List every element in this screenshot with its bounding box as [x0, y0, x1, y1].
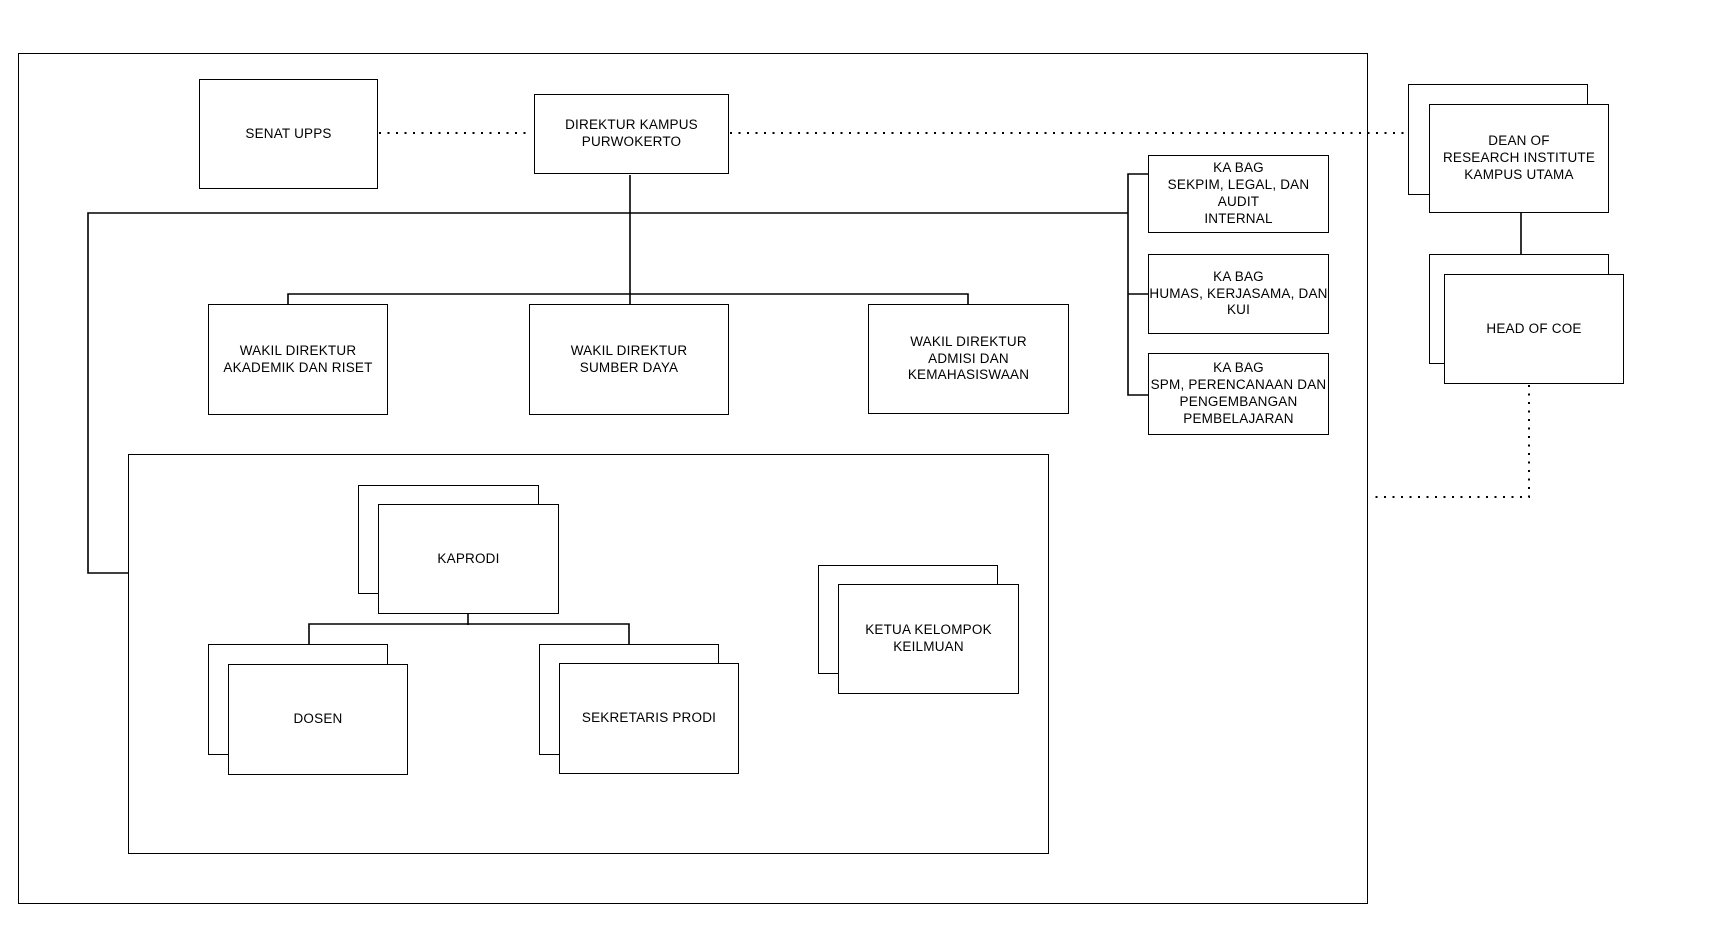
node-dean-research-label: DEAN OF RESEARCH INSTITUTE KAMPUS UTAMA	[1442, 133, 1596, 182]
node-kabag-humas[interactable]: KA BAG HUMAS, KERJASAMA, DAN KUI	[1148, 254, 1329, 334]
node-head-of-coe-label: HEAD OF COE	[1486, 320, 1582, 336]
node-wadir-admisi-label: WAKIL DIREKTUR ADMISI DAN KEMAHASISWAAN	[907, 333, 1030, 383]
edge-kaprodi-children-bus	[308, 623, 630, 645]
edge-headcoe-campus-dotted	[1375, 385, 1530, 498]
edge-kabag-bracket	[1127, 173, 1148, 396]
node-kabag-sekpim-label: KA BAG SEKPIM, LEGAL, DAN AUDIT INTERNAL	[1167, 160, 1310, 226]
node-wadir-sumber-daya[interactable]: WAKIL DIREKTUR SUMBER DAYA	[529, 304, 729, 415]
node-kaprodi[interactable]: KAPRODI	[378, 504, 559, 614]
node-ketua-kelompok[interactable]: KETUA KELOMPOK KEILMUAN	[838, 584, 1019, 694]
node-direktur-kampus-label: DIREKTUR KAMPUS PURWOKERTO	[565, 117, 698, 149]
prodi-boundary	[128, 454, 1049, 854]
node-dean-research[interactable]: DEAN OF RESEARCH INSTITUTE KAMPUS UTAMA	[1429, 104, 1609, 213]
node-kabag-sekpim[interactable]: KA BAG SEKPIM, LEGAL, DAN AUDIT INTERNAL	[1148, 155, 1329, 233]
node-wadir-akademik[interactable]: WAKIL DIREKTUR AKADEMIK DAN RISET	[208, 304, 388, 415]
node-kabag-spm-label: KA BAG SPM, PERENCANAAN DAN PENGEMBANGAN…	[1150, 360, 1327, 426]
node-wadir-admisi[interactable]: WAKIL DIREKTUR ADMISI DAN KEMAHASISWAAN	[868, 304, 1069, 414]
campus-boundary	[18, 53, 1368, 904]
edge-wadir-bus	[287, 293, 969, 305]
node-senat-upps-label: SENAT UPPS	[245, 125, 332, 141]
node-head-of-coe[interactable]: HEAD OF COE	[1444, 274, 1624, 384]
node-sekretaris-prodi-label: SEKRETARIS PRODI	[581, 710, 717, 726]
node-sekretaris-prodi[interactable]: SEKRETARIS PRODI	[559, 663, 739, 774]
edge-bus-to-prodi-boundary	[87, 212, 1128, 574]
node-dosen-label: DOSEN	[293, 711, 343, 727]
node-kabag-humas-label: KA BAG HUMAS, KERJASAMA, DAN KUI	[1149, 268, 1328, 318]
node-wadir-akademik-label: WAKIL DIREKTUR AKADEMIK DAN RISET	[223, 342, 373, 375]
node-dosen[interactable]: DOSEN	[228, 664, 408, 775]
node-ketua-kelompok-label: KETUA KELOMPOK KEILMUAN	[865, 622, 992, 654]
node-direktur-kampus[interactable]: DIREKTUR KAMPUS PURWOKERTO	[534, 94, 729, 174]
node-senat-upps[interactable]: SENAT UPPS	[199, 79, 378, 189]
node-kabag-spm[interactable]: KA BAG SPM, PERENCANAAN DAN PENGEMBANGAN…	[1148, 353, 1329, 435]
node-kaprodi-label: KAPRODI	[437, 550, 500, 566]
node-wadir-sumber-daya-label: WAKIL DIREKTUR SUMBER DAYA	[570, 342, 688, 375]
